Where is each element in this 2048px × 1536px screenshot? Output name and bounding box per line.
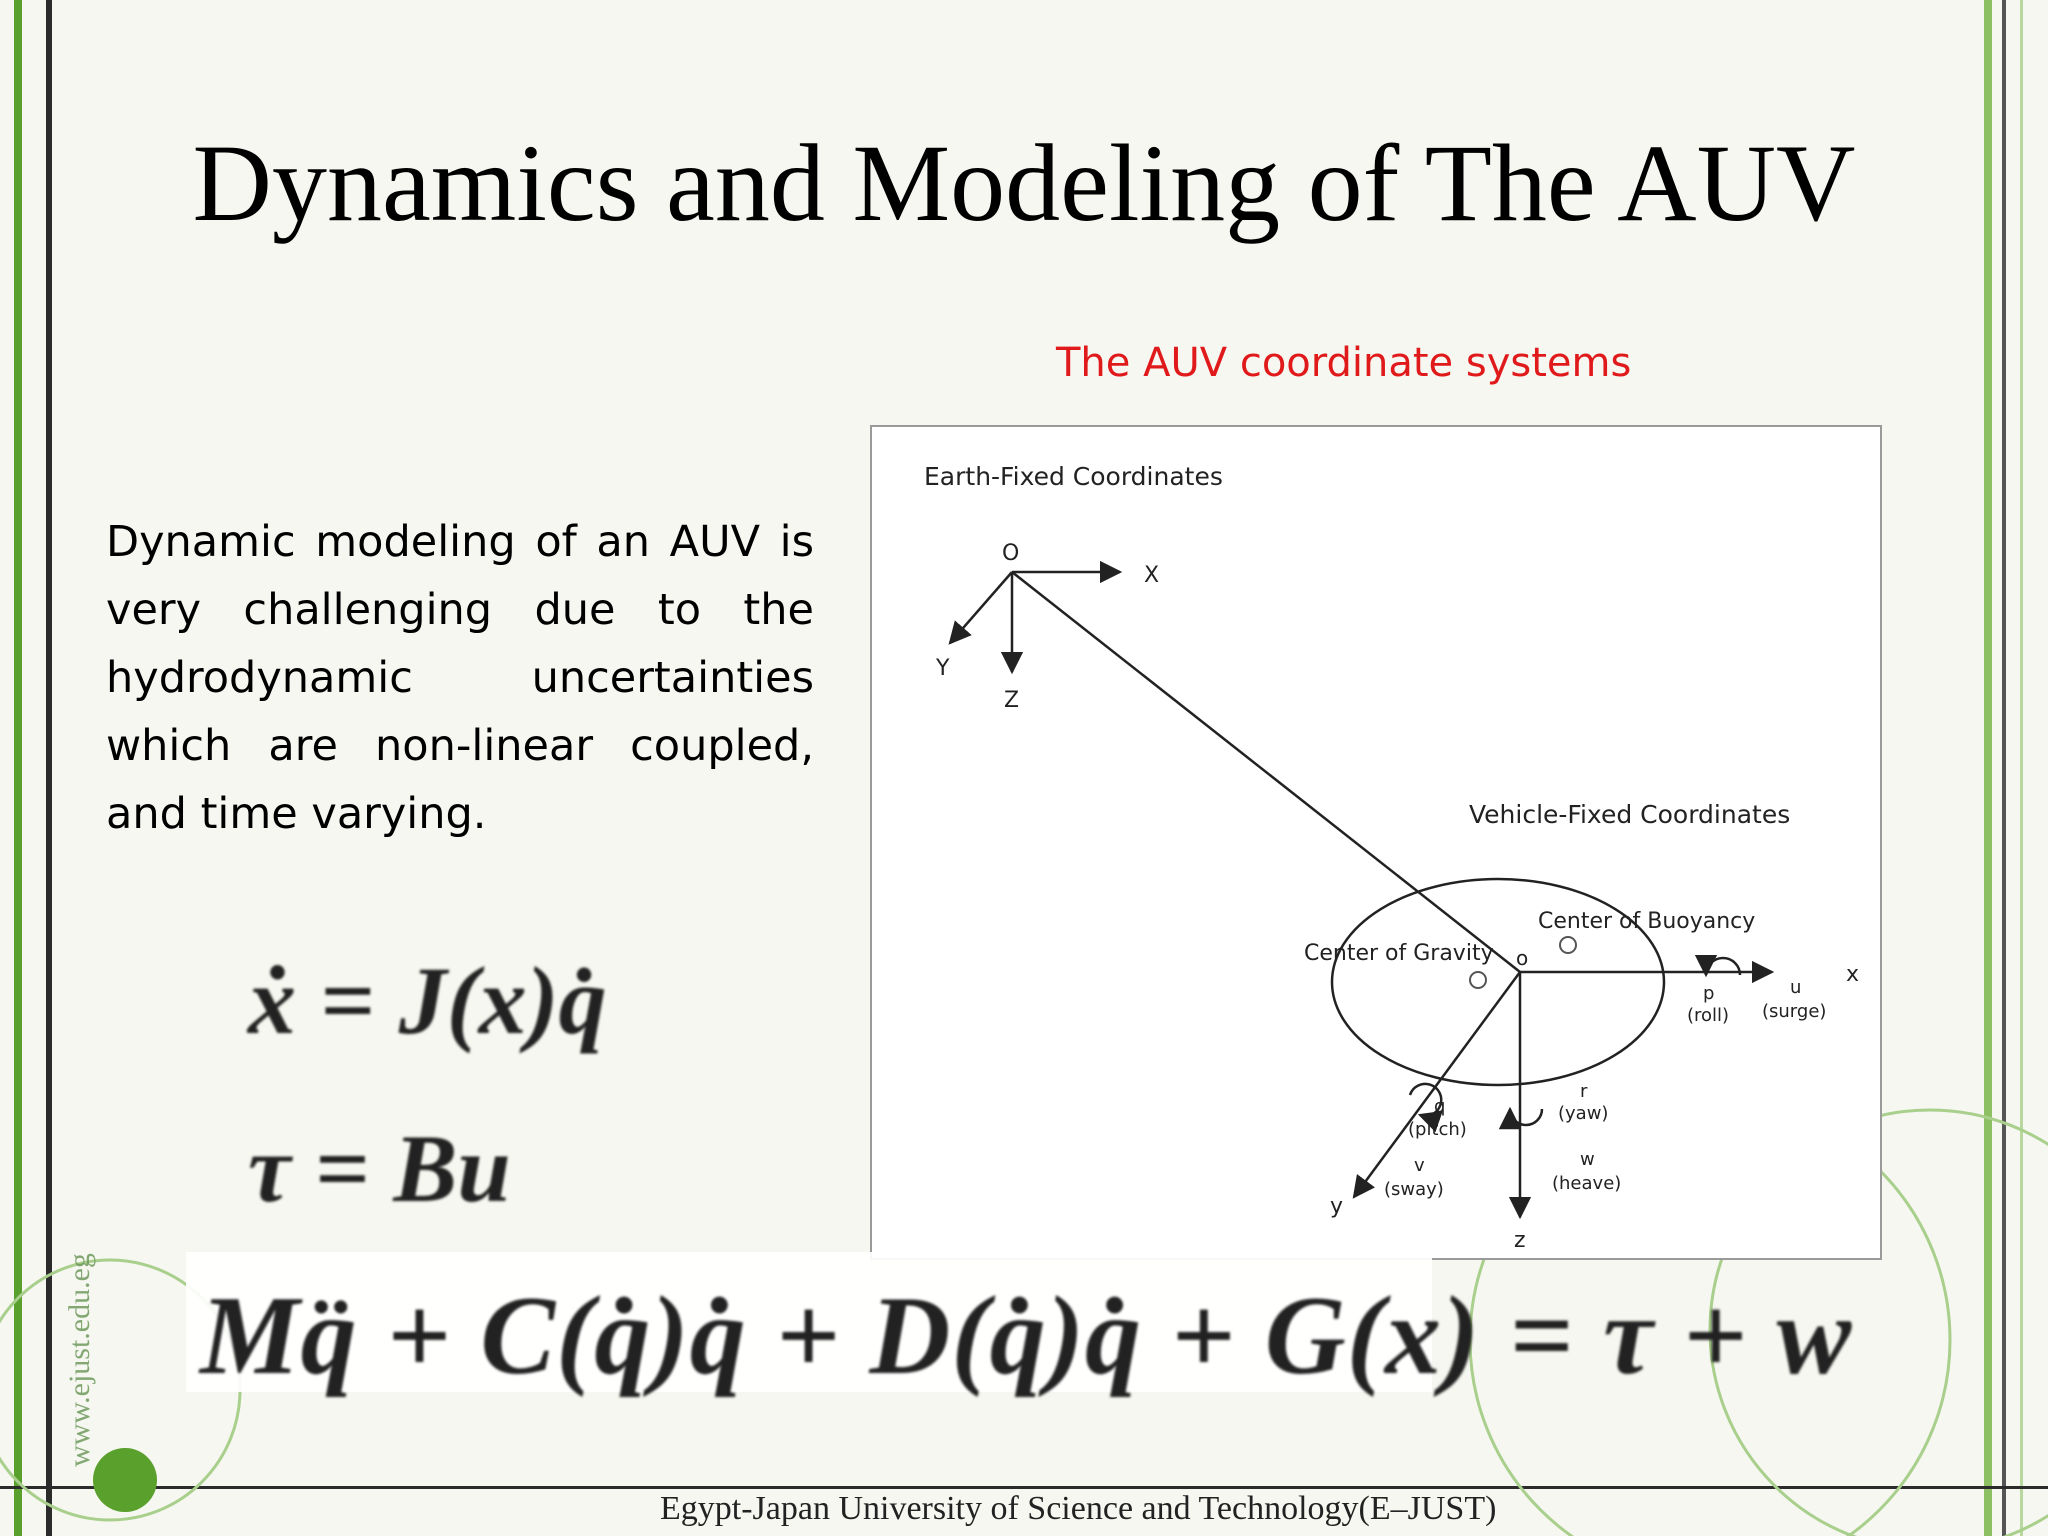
gravity-point (1469, 971, 1487, 989)
sway-label: (sway) (1384, 1179, 1444, 1200)
right-light-bar (2020, 0, 2023, 1536)
deco-circle-left-dot (93, 1448, 157, 1512)
surge-symbol: u (1790, 977, 1801, 998)
footer-line (0, 1486, 2048, 1489)
pitch-symbol: q (1434, 1096, 1445, 1117)
vehicle-fixed-title: Vehicle-Fixed Coordinates (1469, 800, 1790, 829)
vehicle-y-axis (1352, 971, 1522, 1199)
heave-label: (heave) (1552, 1173, 1621, 1194)
earth-origin-label: O (1002, 541, 1019, 566)
body-paragraph: Dynamic modeling of an AUV is very chall… (106, 517, 814, 839)
coordinate-figure: Earth-Fixed Coordinates O X Y Z Vehicle-… (870, 425, 1882, 1260)
surge-label: (surge) (1762, 1001, 1826, 1022)
dynamics-equation-backdrop (186, 1252, 1432, 1392)
earth-fixed-title: Earth-Fixed Coordinates (924, 462, 1223, 491)
pitch-label: (pitch) (1408, 1119, 1467, 1140)
input-equation: τ = Bu (248, 1115, 511, 1222)
buoyancy-point (1559, 936, 1577, 954)
earth-z-label: Z (1004, 688, 1019, 713)
deco-circle-right-2 (1708, 1108, 2048, 1536)
sway-symbol: v (1414, 1155, 1425, 1176)
position-vector-line (1011, 571, 1521, 973)
yaw-symbol: r (1580, 1081, 1588, 1102)
center-of-buoyancy-label: Center of Buoyancy (1538, 909, 1755, 934)
vehicle-origin-label: o (1516, 946, 1528, 970)
figure-caption: The AUV coordinate systems (1056, 340, 1632, 386)
right-dark-bar (2002, 0, 2006, 1536)
earth-y-axis (948, 571, 1013, 645)
dynamics-equation: Mq̈ + C(q̇)q̇ + D(q̇)q̇ + G(x) = τ + w (200, 1274, 1853, 1398)
roll-symbol: p (1703, 983, 1714, 1004)
roll-label: (roll) (1687, 1005, 1729, 1026)
center-of-gravity-label: Center of Gravity (1304, 941, 1494, 966)
pitch-rotation-arrow (1408, 1082, 1443, 1133)
right-green-bar (1984, 0, 1992, 1536)
vehicle-x-label: x (1846, 962, 1859, 987)
footer-university: Egypt-Japan University of Science and Te… (660, 1490, 1497, 1527)
earth-y-label: Y (935, 656, 950, 681)
vehicle-z-label: z (1514, 1228, 1526, 1253)
slide-title: Dynamics and Modeling of The AUV (192, 122, 1856, 244)
left-dark-bar (46, 0, 52, 1536)
roll-rotation-arrow (1694, 954, 1742, 978)
website-watermark: www.ejust.edu.eg (63, 1253, 96, 1467)
yaw-rotation-arrow (1498, 1106, 1544, 1130)
earth-x-label: X (1144, 563, 1159, 588)
yaw-label: (yaw) (1558, 1103, 1608, 1124)
vehicle-y-label: y (1330, 1194, 1343, 1219)
kinematics-equation: ẋ = J(x)q̇ (248, 947, 607, 1054)
heave-symbol: w (1580, 1149, 1595, 1170)
left-green-bar (14, 0, 22, 1536)
vehicle-hull-ellipse (1330, 877, 1666, 1087)
